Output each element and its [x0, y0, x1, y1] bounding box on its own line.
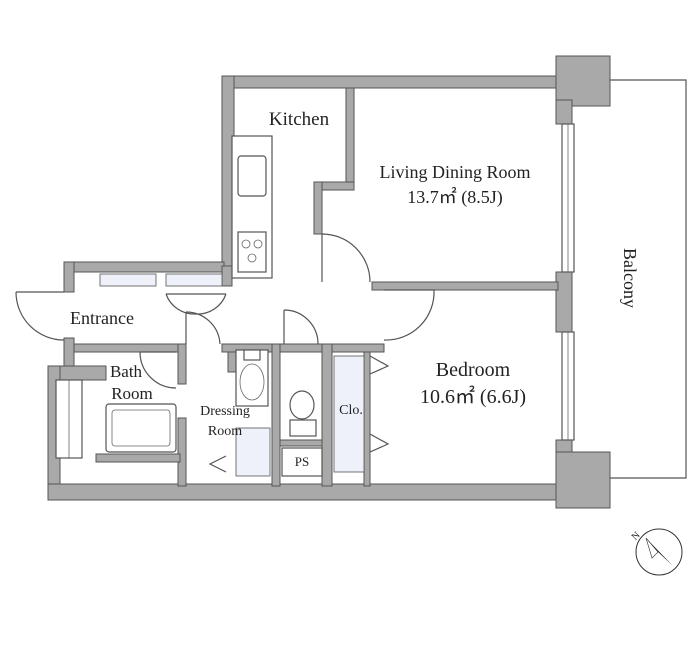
- room-labels: Kitchen Living Dining Room 13.7㎡ (8.5J) …: [70, 109, 640, 469]
- label-bath-room: Room: [111, 384, 153, 403]
- label-kitchen: Kitchen: [269, 109, 330, 130]
- label-entrance: Entrance: [70, 308, 134, 328]
- storage-areas: [235, 355, 365, 477]
- windows: [55, 123, 575, 459]
- bathtub-icon: [105, 403, 177, 453]
- sink-icon: [237, 155, 267, 197]
- label-living-dining-room: Living Dining Room: [379, 162, 530, 182]
- label-living-area: 13.7㎡ (8.5J): [407, 186, 503, 208]
- label-bath: Bath: [110, 362, 143, 381]
- balcony-area: [608, 79, 687, 479]
- label-ps: PS: [295, 454, 309, 469]
- interior-walls: [73, 87, 559, 487]
- stove-icon: [237, 231, 267, 273]
- compass-icon: N: [630, 528, 683, 576]
- kitchen-counter: [231, 135, 273, 279]
- label-dressing-room: Room: [208, 424, 242, 439]
- washbasin-icon: [235, 349, 269, 407]
- label-closet: Clo.: [339, 403, 363, 418]
- label-bedroom: Bedroom: [436, 359, 511, 381]
- label-balcony: Balcony: [620, 248, 640, 308]
- label-dressing: Dressing: [200, 404, 250, 419]
- toilet-icon: [289, 390, 317, 437]
- doors: [15, 233, 435, 473]
- label-bedroom-area: 10.6㎡ (6.6J): [420, 384, 526, 408]
